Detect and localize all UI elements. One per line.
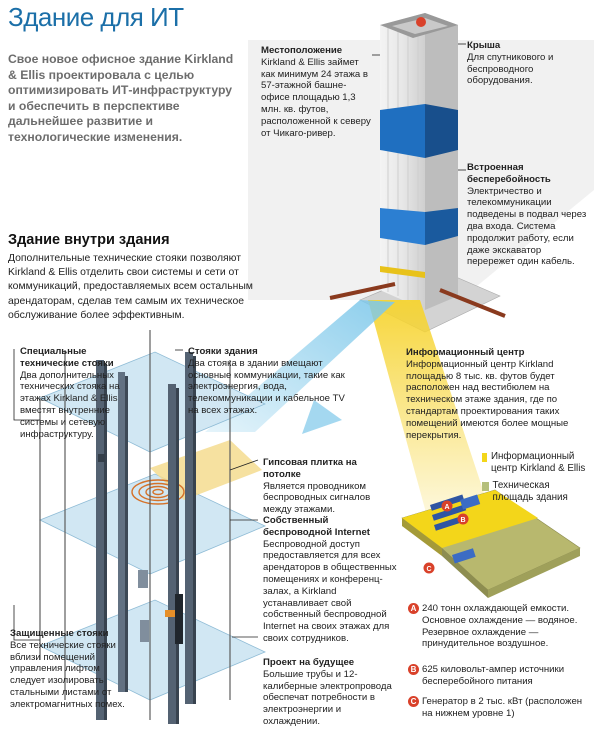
label-building-risers-text: Два стояка в здании вмещают основные ком… (188, 357, 345, 416)
label-special-risers-title: Специальные технические стояки (20, 346, 114, 369)
label-special-risers-text: Два дополнительных технических стояка на… (20, 369, 120, 440)
label-protected-title: Защищенные стояки (10, 628, 109, 639)
label-roof: Крыша Для спутникового и беспроводного о… (467, 40, 587, 87)
label-roof-title: Крыша (467, 40, 501, 51)
marker-c-icon: C (408, 696, 419, 707)
label-gypsum-text: Является проводником беспроводных сигнал… (263, 480, 371, 516)
label-building-risers: Стояки здания Два стояка в здании вмещаю… (188, 346, 352, 417)
label-special-risers: Специальные технические стояки Два допол… (20, 346, 148, 440)
label-location-text: Kirkland & Ellis займет как минимум 24 э… (261, 56, 371, 139)
label-gypsum-title: Гипсовая плитка на потолке (263, 457, 357, 480)
legend-swatch-olive (482, 482, 489, 491)
label-wireless-title: Собственный беспроводной Internet (263, 515, 370, 538)
svg-text:C: C (426, 566, 431, 573)
label-protected: Защищенные стояки Все технические стояки… (10, 628, 134, 711)
label-wireless: Собственный беспроводной Internet Беспро… (263, 515, 397, 645)
item-c-text: Генератор в 2 тыс. кВт (расположен на ни… (422, 696, 583, 719)
legend-technical-label: Техническая площадь здания (492, 480, 568, 503)
section-heading: Здание внутри здания (8, 232, 170, 248)
label-future-text: Большие трубы и 12-калиберные электропро… (263, 668, 392, 727)
label-building-risers-title: Стояки здания (188, 346, 258, 357)
label-location: Местоположение Kirkland & Ellis займет к… (261, 45, 375, 139)
tower (329, 13, 506, 333)
label-datacenter-text: Информационный центр Kirkland площадью 8… (406, 358, 569, 441)
label-datacenter-title: Информационный центр (406, 347, 525, 358)
label-wireless-text: Беспроводной доступ предоставляется для … (263, 538, 397, 644)
intro-text: Свое новое офисное здание Kirkland & Ell… (8, 52, 234, 144)
label-redundancy-title: Встроенная бесперебойность (467, 162, 551, 185)
legend-technical: Техническая площадь здания (482, 480, 590, 504)
svg-text:A: A (444, 504, 449, 511)
risers-diagram (39, 330, 266, 724)
marker-a-icon: A (408, 603, 419, 614)
label-redundancy-text: Электричество и телекоммуникации подведе… (467, 185, 587, 268)
label-roof-text: Для спутникового и беспроводного оборудо… (467, 51, 554, 87)
marker-b-icon: B (408, 664, 419, 675)
page-title: Здание для ИТ (8, 2, 184, 32)
legend-datacenter: Информационный центр Kirkland & Ellis (482, 451, 590, 475)
legend-datacenter-label: Информационный центр Kirkland & Ellis (490, 451, 586, 474)
legend-swatch-yellow (482, 453, 487, 462)
label-redundancy: Встроенная бесперебойность Электричество… (467, 162, 591, 268)
label-location-title: Местоположение (261, 45, 343, 56)
label-gypsum: Гипсовая плитка на потолке Является пров… (263, 457, 391, 516)
section-text: Дополнительные технические стояки позвол… (8, 253, 253, 321)
item-a: A 240 тонн охлаждающей емкости. Основное… (408, 603, 588, 650)
item-c: C Генератор в 2 тыс. кВт (расположен на … (408, 696, 588, 720)
item-b-text: 625 киловольт-ампер источники бесперебой… (422, 664, 565, 687)
svg-text:B: B (460, 517, 465, 524)
label-protected-text: Все технические стояки вблизи помещений … (10, 639, 125, 710)
label-datacenter: Информационный центр Информационный цент… (406, 347, 588, 441)
label-future-title: Проект на будущее (263, 657, 355, 668)
datacenter-plan: A B C (401, 489, 581, 598)
label-future: Проект на будущее Большие трубы и 12-кал… (263, 657, 397, 728)
item-a-text: 240 тонн охлаждающей емкости. Основное о… (422, 603, 578, 650)
item-b: B 625 киловольт-ампер источники беспереб… (408, 664, 588, 688)
